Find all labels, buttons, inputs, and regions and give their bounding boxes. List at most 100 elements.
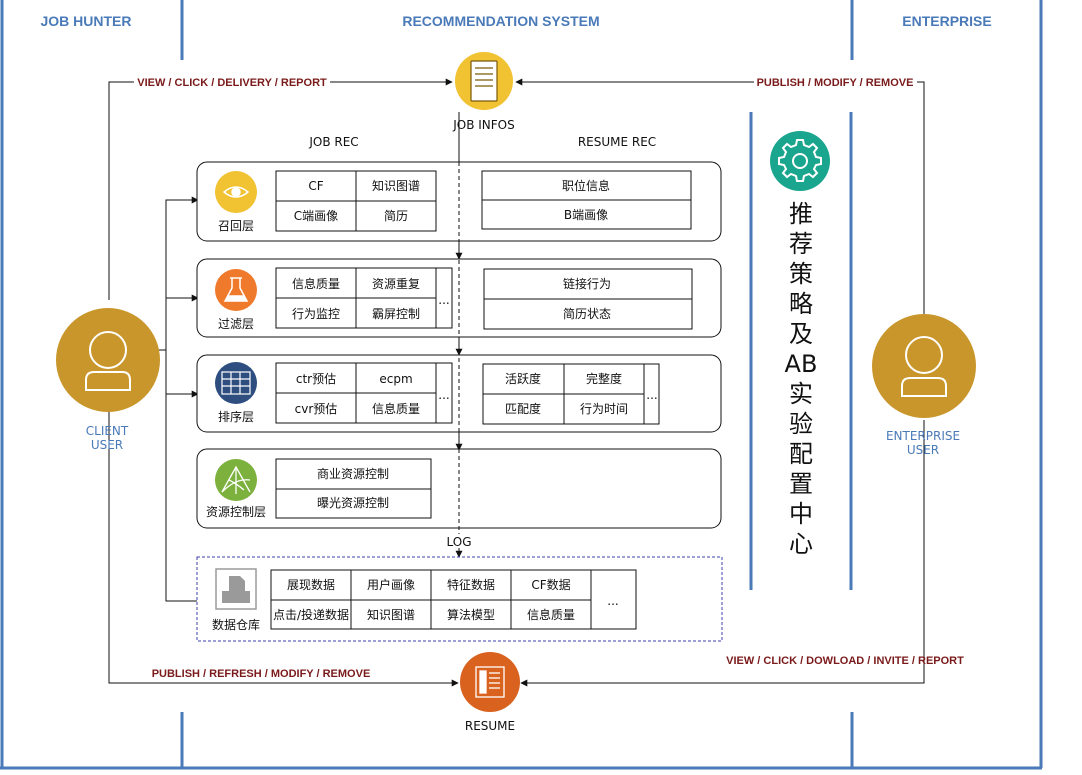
- resume-document-icon: [475, 666, 505, 698]
- client-branch-lines: [158, 196, 199, 602]
- config-center-char: 略: [789, 290, 813, 318]
- job-infos-label: JOB INFOS: [452, 118, 515, 132]
- rank-left-ellipsis: ...: [438, 388, 449, 402]
- warehouse-cell: 特征数据: [447, 577, 495, 592]
- config-center-char: AB: [785, 350, 818, 378]
- resource-table: [275, 458, 432, 519]
- config-center-char: 策: [789, 260, 813, 288]
- filter-ellipsis: ...: [438, 293, 449, 307]
- flask-icon: [223, 277, 249, 302]
- client-user-label-line2: USER: [91, 438, 123, 452]
- log-label: LOG: [446, 535, 471, 549]
- config-center-char: 置: [789, 470, 813, 498]
- config-center-char: 配: [789, 440, 813, 468]
- filter-cell: 信息质量: [292, 276, 340, 291]
- data-warehouse: 数据仓库 展现数据 用户画像 特征数据 CF数据 点击/投递数据 知识图谱 算法…: [196, 556, 723, 642]
- warehouse-ellipsis: ...: [607, 594, 618, 608]
- recall-cell: 职位信息: [562, 178, 610, 193]
- config-center-char: 荐: [789, 230, 813, 258]
- resource-cell: 商业资源控制: [317, 466, 389, 481]
- filter-layer-circle: [215, 269, 257, 311]
- recall-right-table: [481, 170, 692, 230]
- warehouse-label: 数据仓库: [212, 617, 260, 632]
- tent-icon: [221, 465, 251, 494]
- config-center-char: 中: [789, 500, 813, 528]
- filter-left-table: [275, 267, 453, 329]
- resume-circle: [460, 652, 520, 712]
- warehouse-cell: 展现数据: [287, 577, 335, 592]
- gear-icon: [778, 139, 822, 182]
- header-job-hunter: JOB HUNTER: [40, 13, 131, 29]
- header-recommendation-system: RECOMMENDATION SYSTEM: [402, 13, 599, 29]
- recall-cell: CF: [308, 179, 323, 193]
- frame: [0, 0, 1043, 770]
- warehouse-cell: 信息质量: [527, 607, 575, 622]
- resource-layer-label: 资源控制层: [206, 505, 266, 519]
- enterprise-user-node: ENTERPRISE USER: [872, 314, 976, 457]
- filter-cell: 链接行为: [563, 276, 611, 291]
- config-center-char: 心: [789, 530, 813, 558]
- warehouse-table: [270, 569, 637, 630]
- recall-left-table: [275, 170, 437, 232]
- server-icon: [470, 60, 498, 102]
- job-infos-node: JOB INFOS: [452, 52, 515, 132]
- warehouse-cell: 知识图谱: [367, 608, 415, 622]
- rank-right-ellipsis: ...: [646, 388, 657, 402]
- top-right-arrow-label: PUBLISH / MODIFY / REMOVE: [757, 77, 914, 89]
- client-user-node: CLIENT USER: [56, 308, 160, 452]
- warehouse-cell: 算法模型: [447, 607, 495, 622]
- top-left-arrow-label: VIEW / CLICK / DELIVERY / REPORT: [137, 77, 327, 89]
- grid-icon: [221, 371, 251, 395]
- recall-layer: 召回层 CF 知识图谱 C端画像 简历 职位信息 B端画像: [215, 170, 692, 233]
- bottom-flow-lines: [108, 398, 925, 687]
- top-flow-lines: [108, 78, 925, 320]
- filter-cell: 霸屏控制: [372, 307, 420, 321]
- bottom-right-arrow-label: VIEW / CLICK / DOWLOAD / INVITE / REPORT: [726, 655, 964, 667]
- filter-layer: 过滤层 信息质量 资源重复 行为监控 霸屏控制 ... 链接行为 简历状态: [215, 267, 693, 331]
- rank-cell: 活跃度: [505, 371, 541, 386]
- eye-icon: [222, 186, 250, 198]
- rank-cell: 匹配度: [505, 401, 541, 416]
- warehouse-cell: 点击/投递数据: [273, 607, 349, 622]
- filter-cell: 行为监控: [292, 307, 340, 321]
- enterprise-user-label-line1: ENTERPRISE: [886, 429, 960, 443]
- resource-cell: 曝光资源控制: [317, 496, 389, 510]
- enterprise-user-label-line2: USER: [907, 443, 939, 457]
- filter-layer-label: 过滤层: [218, 317, 254, 331]
- recall-cell: C端画像: [294, 209, 338, 223]
- rank-layer: 排序层 ctr预估 ecpm cvr预估 信息质量 ... 活跃度 完整度 匹配…: [215, 362, 660, 425]
- recall-cell: B端画像: [564, 208, 608, 222]
- bottom-left-arrow-label: PUBLISH / REFRESH / MODIFY / REMOVE: [152, 668, 371, 680]
- warehouse-cell: CF数据: [531, 577, 570, 592]
- client-user-avatar: [56, 308, 160, 412]
- enterprise-user-avatar: [872, 314, 976, 418]
- rank-layer-label: 排序层: [218, 409, 254, 424]
- filter-cell: 资源重复: [372, 277, 420, 291]
- resource-layer: 资源控制层 商业资源控制 曝光资源控制: [206, 458, 432, 519]
- rank-cell: cvr预估: [295, 402, 338, 416]
- config-center-char: 验: [789, 410, 813, 438]
- filter-cell: 简历状态: [563, 307, 611, 321]
- recall-layer-label: 召回层: [218, 219, 254, 233]
- warehouse-cell: 用户画像: [367, 577, 415, 592]
- resume-node: RESUME: [460, 652, 520, 733]
- person-icon: [85, 331, 131, 391]
- filter-right-table: [483, 268, 693, 330]
- person-icon: [901, 336, 947, 397]
- rank-cell: ctr预估: [296, 372, 336, 386]
- rank-left-table: [275, 362, 453, 424]
- config-center-char: 实: [789, 380, 813, 408]
- resume-rec-label: RESUME REC: [578, 135, 656, 149]
- resume-label: RESUME: [465, 719, 515, 733]
- header-enterprise: ENTERPRISE: [902, 13, 991, 29]
- config-center-char: 及: [789, 320, 813, 348]
- config-center-char: 推: [789, 200, 813, 228]
- rank-right-table: [482, 363, 660, 425]
- rank-layer-circle: [215, 362, 257, 404]
- rank-cell: 行为时间: [580, 402, 628, 416]
- rank-cell: 信息质量: [372, 401, 420, 416]
